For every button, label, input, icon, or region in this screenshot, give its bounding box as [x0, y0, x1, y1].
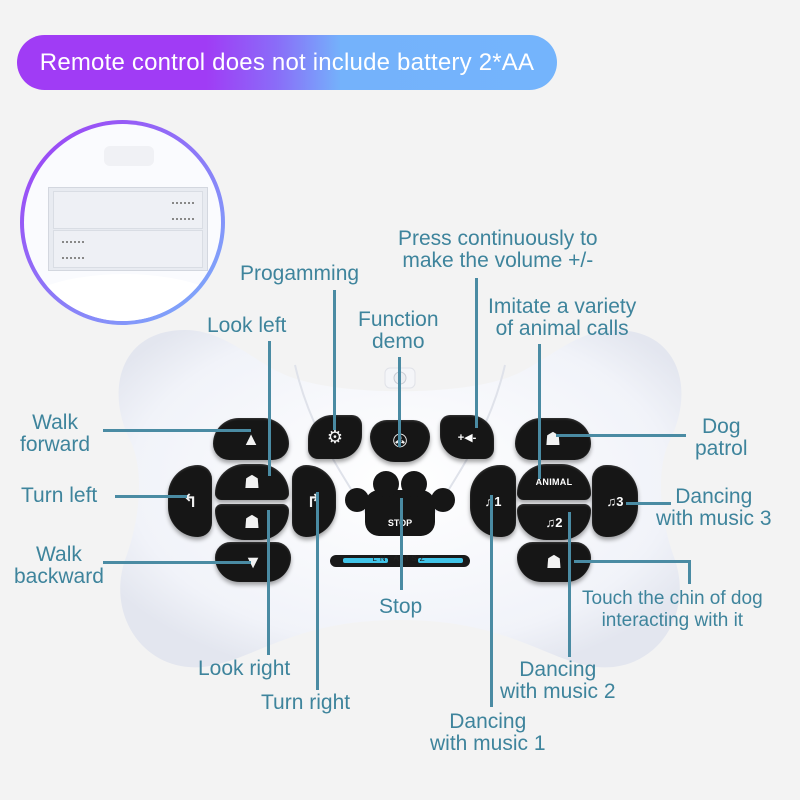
label-walk-backward-line1: Walk [36, 543, 82, 566]
battery-compartment-inset [20, 120, 225, 325]
label-animal-calls: Imitate a variety of animal calls [488, 296, 636, 340]
leader-line-stop [400, 498, 403, 590]
turn-right-arrow-icon: ↱ [306, 490, 322, 511]
leader-line-progamming [333, 290, 336, 430]
label-progamming: Progamming [240, 262, 360, 285]
label-dog-patrol: Dog patrol [695, 416, 748, 460]
label-walk-forward: Walk forward [20, 412, 90, 456]
label-walk-forward-line1: Walk [32, 411, 78, 434]
label-touch-chin-line2: interacting with it [601, 610, 744, 631]
leader-line-dog-patrol [556, 434, 686, 437]
label-walk-backward: Walk backward [14, 544, 104, 588]
leader-line-touch-chin-v [688, 560, 691, 584]
animal-button-text: ANIMAL [535, 477, 573, 487]
label-look-right: Look right [198, 657, 291, 680]
gear-icon: ⚙ [326, 426, 344, 447]
music-1-button[interactable]: ♫1 [470, 465, 516, 537]
label-function-demo-line2: demo [372, 330, 425, 353]
turn-left-button[interactable]: ↰ [168, 465, 212, 537]
label-dancing-1-line1: Dancing [449, 710, 527, 733]
siren-light-icon: ☗ [544, 428, 562, 449]
spring-icon [62, 241, 84, 259]
battery-notice-banner: Remote control does not include battery … [17, 35, 557, 90]
volume-icon: +◀- [457, 431, 477, 444]
label-dancing-1-line2: with music 1 [430, 732, 546, 755]
label-dancing-3-line1: Dancing [675, 485, 753, 508]
battery-bay [48, 187, 208, 271]
label-dancing-3: Dancing with music 3 [656, 486, 772, 530]
dog-head-right-icon: ☗ [243, 511, 261, 532]
music-2-button[interactable]: ♫2 [517, 504, 591, 540]
dog-head-left-icon: ☗ [243, 471, 261, 492]
battery-slot-2 [53, 230, 203, 268]
battery-compartment-photo [24, 124, 221, 321]
label-animal-calls-line1: Imitate a variety [488, 295, 637, 318]
label-dancing-2: Dancing with music 2 [500, 659, 616, 703]
indicator-light-left [343, 558, 388, 563]
turn-right-button[interactable]: ↱ [292, 465, 336, 537]
double-up-arrow-icon: ▲ [242, 428, 260, 449]
music-3-button[interactable]: ♫3 [592, 465, 638, 537]
leader-line-touch-chin-h [574, 560, 691, 563]
leader-line-walk-backward [103, 561, 251, 564]
label-turn-left: Turn left [21, 484, 98, 507]
turn-left-arrow-icon: ↰ [182, 490, 198, 511]
label-dancing-1: Dancing with music 1 [430, 711, 546, 755]
label-dog-patrol-line1: Dog [702, 415, 741, 438]
battery-slot-1 [53, 191, 203, 229]
label-dancing-3-line2: with music 3 [656, 507, 772, 530]
leader-line-dancing-3 [626, 502, 671, 505]
remote-body-edge [24, 274, 221, 321]
label-walk-backward-line2: backward [14, 565, 104, 588]
leader-line-look-right [267, 510, 270, 655]
leader-line-walk-forward [103, 429, 251, 432]
music-note-3-icon: ♫3 [606, 493, 624, 509]
leader-line-turn-right [316, 492, 319, 690]
banner-text: Remote control does not include battery … [39, 48, 535, 76]
indicator-text: LN AMSZ [372, 554, 428, 563]
spring-icon [172, 202, 194, 220]
look-left-button[interactable]: ☗ [215, 464, 289, 500]
led-bulb-icon [104, 146, 154, 166]
leader-line-function-demo [398, 357, 401, 447]
label-volume-line2: make the volume +/- [402, 249, 594, 272]
dog-patrol-button[interactable]: ☗ [515, 418, 591, 460]
leader-line-animal [538, 344, 541, 479]
music-note-2-icon: ♫2 [545, 514, 563, 530]
leader-line-dancing-2 [568, 512, 571, 657]
label-dancing-2-line2: with music 2 [500, 680, 616, 703]
label-function-demo-line1: Function [358, 308, 439, 331]
double-down-arrow-icon: ▼ [244, 551, 262, 572]
label-turn-right: Turn right [261, 691, 351, 714]
animal-button[interactable]: ANIMAL [517, 464, 591, 500]
leader-line-look-left [268, 341, 271, 476]
label-touch-chin-line1: Touch the chin of dog [582, 588, 763, 609]
label-function-demo: Function demo [358, 309, 439, 353]
indicator-light-right [418, 558, 463, 563]
label-stop: Stop [379, 595, 423, 618]
leader-line-dancing-1 [490, 495, 493, 707]
label-dog-patrol-line2: patrol [695, 437, 748, 460]
look-right-button[interactable]: ☗ [215, 504, 289, 540]
label-dancing-2-line1: Dancing [519, 658, 597, 681]
label-volume-line1: Press continuously to [398, 227, 598, 250]
dog-chin-icon: ☗ [545, 551, 563, 572]
label-animal-calls-line2: of animal calls [495, 317, 629, 340]
label-walk-forward-line2: forward [20, 433, 91, 456]
volume-button[interactable]: +◀- [440, 415, 494, 459]
label-volume: Press continuously to make the volume +/… [398, 228, 598, 272]
label-look-left: Look left [207, 314, 287, 337]
walk-forward-button[interactable]: ▲ [213, 418, 289, 460]
label-touch-chin: Touch the chin of dog interacting with i… [582, 588, 763, 632]
leader-line-turn-left [115, 495, 187, 498]
leader-line-volume [475, 278, 478, 428]
